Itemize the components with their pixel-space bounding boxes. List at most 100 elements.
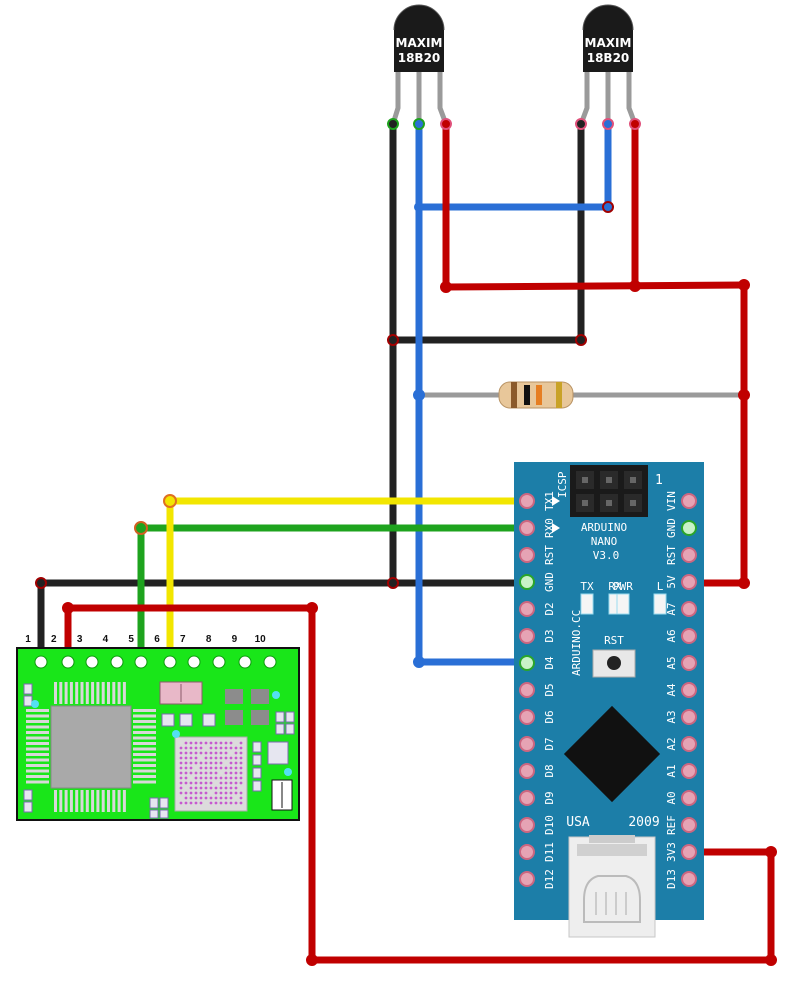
nano-pin-3v3[interactable] <box>681 844 697 860</box>
icsp-label: ICSP <box>556 471 569 498</box>
qfp-lead <box>64 682 68 704</box>
module-pin-4[interactable] <box>110 655 124 669</box>
nano-pin-a2[interactable] <box>681 736 697 752</box>
module-pin-8[interactable] <box>212 655 226 669</box>
junction-dot <box>575 334 587 346</box>
bga-ball <box>214 796 218 800</box>
bga-ball <box>234 781 238 785</box>
nano-pin-tx1[interactable] <box>519 493 535 509</box>
nano-pin-label: A2 <box>665 737 678 750</box>
nano-pin-a7[interactable] <box>681 601 697 617</box>
junction-dot <box>602 201 614 213</box>
nano-pin-label: RX0 <box>543 518 556 538</box>
junction-dot <box>306 954 318 966</box>
nano-pin-a5[interactable] <box>681 655 697 671</box>
nano-pin-label: D7 <box>543 737 556 750</box>
nano-pin-rst[interactable] <box>519 547 535 563</box>
nano-pin-5v[interactable] <box>681 574 697 590</box>
bga-ball <box>229 791 233 795</box>
module-pin-10[interactable] <box>263 655 277 669</box>
bga-ball <box>219 761 223 765</box>
smd-component <box>251 710 269 725</box>
nano-pin-d7[interactable] <box>519 736 535 752</box>
bga-ball <box>209 801 213 805</box>
nano-pin-a3[interactable] <box>681 709 697 725</box>
nano-pin-d5[interactable] <box>519 682 535 698</box>
nano-pin-d9[interactable] <box>519 790 535 806</box>
bga-ball <box>209 746 213 750</box>
nano-pin-ref[interactable] <box>681 817 697 833</box>
junction-dot <box>306 602 318 614</box>
nano-pin-d10[interactable] <box>519 817 535 833</box>
nano-pin-d6[interactable] <box>519 709 535 725</box>
temperature-sensor-1: MAXIM 18B20 <box>393 4 445 72</box>
nano-pin-a1[interactable] <box>681 763 697 779</box>
module-pin-3[interactable] <box>85 655 99 669</box>
nano-pin-a6[interactable] <box>681 628 697 644</box>
junction-dot <box>62 602 74 614</box>
via-dot <box>272 691 280 699</box>
qfp-lead <box>133 709 156 712</box>
bga-ball <box>234 751 238 755</box>
junction-dot <box>414 202 424 212</box>
nano-pin-rst[interactable] <box>681 547 697 563</box>
nano-pin-label: GND <box>665 518 678 538</box>
module-pin-7[interactable] <box>187 655 201 669</box>
bga-ball <box>219 801 223 805</box>
nano-pin-d12[interactable] <box>519 871 535 887</box>
rx-wire <box>137 524 531 666</box>
module-pin-1[interactable] <box>34 655 48 669</box>
smd-component <box>285 723 295 735</box>
qfp-lead <box>112 790 116 812</box>
sensor-2-brand: MAXIM <box>585 36 632 50</box>
bga-ball <box>234 761 238 765</box>
qfp-lead <box>26 736 49 740</box>
module-pin-number: 5 <box>128 634 134 645</box>
nano-pin-label: GND <box>543 572 556 592</box>
bga-ball <box>184 756 188 760</box>
nano-pin-vin[interactable] <box>681 493 697 509</box>
bga-ball <box>194 761 198 765</box>
bga-ball <box>189 791 193 795</box>
bga-ball <box>184 766 188 770</box>
module-pin-5[interactable] <box>134 655 148 669</box>
module-pin-9[interactable] <box>238 655 252 669</box>
usb-mini-port[interactable] <box>568 835 656 938</box>
bga-ball <box>204 781 208 785</box>
qfp-lead <box>133 725 156 729</box>
nano-pin-d11[interactable] <box>519 844 535 860</box>
nano-pin-label: D13 <box>665 869 678 889</box>
bga-ball <box>239 751 243 755</box>
nano-pin-d8[interactable] <box>519 763 535 779</box>
qfp-lead <box>96 682 100 704</box>
bga-ball <box>229 741 233 745</box>
qfp-lead <box>26 753 49 756</box>
nano-pin-label: RST <box>665 545 678 565</box>
qfp-lead <box>91 682 95 704</box>
bga-ball <box>229 781 233 785</box>
qfp-lead <box>107 790 110 812</box>
qfp-lead <box>64 790 68 812</box>
module-pin-6[interactable] <box>163 655 177 669</box>
nano-pin-gnd[interactable] <box>519 574 535 590</box>
smd-component <box>23 789 33 801</box>
nano-pin-label: 5V <box>665 575 678 589</box>
module-pin-2[interactable] <box>61 655 75 669</box>
sensor-2-legs <box>578 69 638 127</box>
led-l <box>653 593 667 615</box>
nano-pin-d2[interactable] <box>519 601 535 617</box>
reset-button[interactable] <box>592 649 636 678</box>
nano-pin-d3[interactable] <box>519 628 535 644</box>
nano-pin-gnd[interactable] <box>681 520 697 536</box>
nano-pin-a0[interactable] <box>681 790 697 806</box>
board-name-line2: NANO <box>591 535 618 548</box>
bga-ball <box>184 771 188 775</box>
nano-pin-d4[interactable] <box>519 655 535 671</box>
bga-ball <box>179 771 183 775</box>
smd-component <box>252 780 262 792</box>
qfp-lead <box>133 764 156 767</box>
nano-pin-d13[interactable] <box>681 871 697 887</box>
nano-pin-rx0[interactable] <box>519 520 535 536</box>
nano-pin-a4[interactable] <box>681 682 697 698</box>
qfp-lead <box>112 682 116 704</box>
